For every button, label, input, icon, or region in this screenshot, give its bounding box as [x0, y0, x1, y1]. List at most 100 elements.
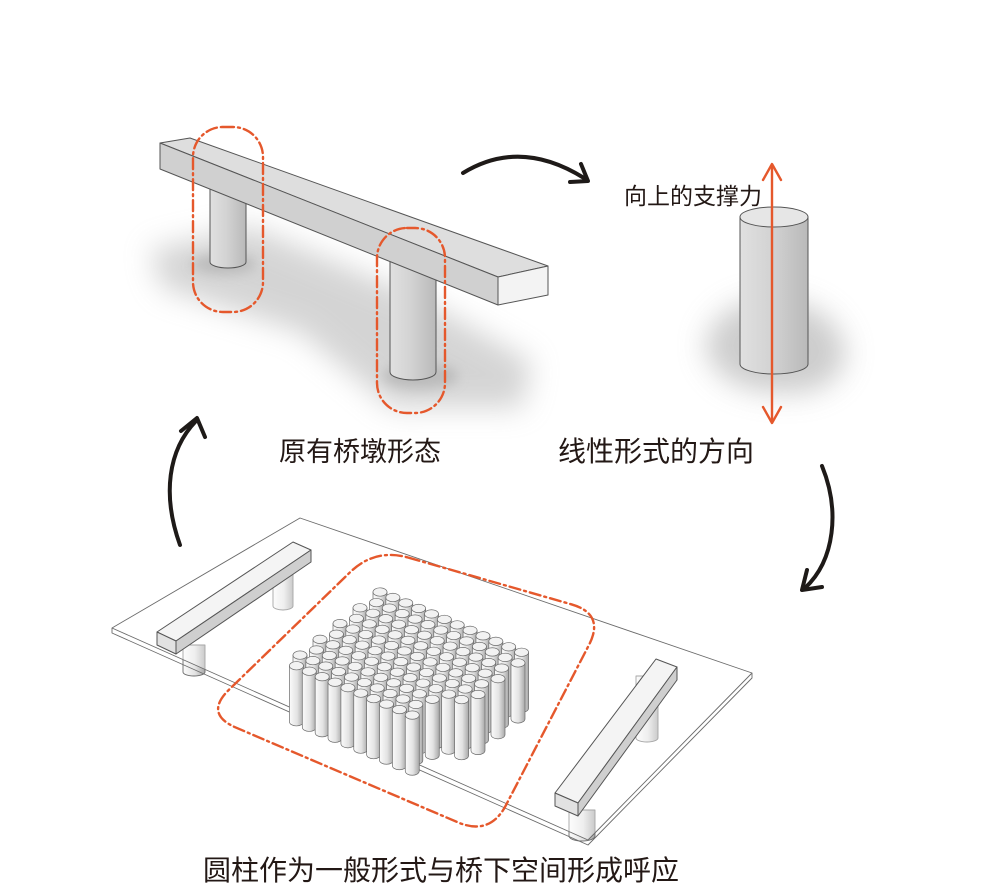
cluster-cylinder-top — [452, 657, 467, 667]
flow-arrow-left-curve — [167, 419, 198, 547]
cluster-cylinder-top — [510, 658, 526, 668]
cluster-cylinder-top — [340, 683, 356, 693]
cluster-cylinder-top — [514, 647, 529, 657]
single-column-model: 向上的支撑力 — [624, 162, 846, 425]
cluster-cylinder-top — [369, 683, 385, 693]
cluster-cylinder-top — [398, 598, 414, 608]
cluster-cylinder-top — [428, 684, 444, 694]
flow-arrow-left — [167, 416, 207, 547]
cluster-cylinder-body — [366, 698, 382, 760]
cluster-cylinder-top — [378, 614, 394, 624]
cluster-cylinder-top — [385, 592, 401, 603]
cluster-cylinder-top — [411, 603, 426, 613]
cluster-cylinder-top — [393, 657, 409, 667]
flow-arrow-top — [461, 154, 590, 184]
cluster-cylinder-top — [436, 614, 452, 624]
cluster-cylinder-top — [369, 598, 384, 608]
cluster-cylinder-top — [353, 688, 369, 698]
original-pier-model — [150, 125, 549, 415]
cluster-cylinder-top — [424, 694, 440, 704]
cluster-cylinder-top — [381, 603, 397, 613]
cluster-cylinder-top — [371, 635, 386, 645]
cluster-cylinder-top — [446, 630, 462, 641]
cluster-cylinder-top — [334, 656, 350, 666]
cluster-cylinder-top — [448, 668, 464, 678]
cluster-cylinder-top — [358, 629, 374, 640]
cluster-cylinder-top — [426, 646, 442, 656]
cluster-cylinder-top — [332, 619, 348, 629]
cluster-cylinder-top — [484, 647, 500, 657]
bar-support-cylinder — [568, 809, 596, 842]
cluster-cylinder-body — [510, 662, 526, 724]
cluster-cylinder-top — [407, 614, 423, 624]
cluster-cylinder — [454, 695, 469, 761]
cluster-cylinder-top — [366, 694, 382, 704]
cylinder-echo-label: 圆柱作为一般形式与桥下空间形成呼应 — [203, 854, 679, 887]
cluster-cylinder-top — [497, 652, 513, 662]
deck-plane-thickness — [111, 628, 753, 846]
beam-end-face — [497, 265, 549, 306]
cluster-cylinder-top — [457, 684, 473, 694]
flow-arrow-right — [800, 464, 835, 592]
cluster-cylinder-top — [454, 695, 469, 705]
cluster-cylinder-top — [399, 683, 414, 693]
cluster-cylinder-top — [472, 641, 487, 652]
cluster-cylinder — [314, 672, 330, 738]
cluster-cylinder-top — [391, 619, 406, 629]
cluster-cylinder-top — [325, 640, 341, 650]
original-pier-form-label: 原有桥墩形态 — [279, 437, 441, 468]
cluster-cylinder — [289, 661, 304, 727]
bar-support-cylinder — [182, 644, 206, 677]
cluster-cylinder-top — [400, 635, 416, 645]
cluster-cylinder-body — [490, 678, 506, 740]
cluster-cylinder-top — [470, 689, 486, 699]
cluster-cylinder-body — [404, 714, 420, 776]
cluster-cylinder-top — [301, 666, 317, 676]
cluster-cylinder-top — [380, 651, 396, 661]
cluster-cylinder-top — [494, 663, 509, 673]
cluster-cylinder-top — [364, 656, 379, 666]
cluster-cylinder-top — [376, 662, 392, 672]
cluster-cylinder — [392, 705, 407, 771]
cluster-cylinder-top — [360, 667, 376, 677]
cluster-cylinder-top — [305, 656, 321, 666]
cluster-cylinder-top — [501, 642, 517, 652]
cluster-cylinder-top — [435, 662, 451, 672]
cluster-cylinder-top — [449, 620, 465, 630]
cluster-cylinder-top — [396, 646, 412, 656]
cluster-cylinder-top — [429, 636, 445, 646]
cluster-cylinder-body — [301, 670, 317, 732]
cluster-cylinder-body — [353, 692, 369, 754]
cluster-cylinder-body — [379, 703, 394, 765]
cluster-cylinder-top — [481, 658, 497, 668]
cluster-cylinder-top — [331, 666, 346, 677]
cluster-cylinder-top — [474, 679, 489, 689]
bridge-beam — [159, 137, 549, 306]
cluster-cylinder-top — [420, 619, 436, 630]
cluster-cylinder-top — [459, 636, 474, 646]
cluster-cylinder-top — [490, 674, 506, 684]
cluster-cylinder-top — [433, 625, 449, 635]
cluster-cylinder-top — [321, 650, 337, 660]
cluster-cylinder-top — [404, 710, 420, 720]
cluster-cylinder-top — [402, 673, 418, 683]
cluster-cylinder-top — [365, 608, 381, 618]
cluster-cylinder-top — [344, 672, 359, 682]
cluster-cylinder-body — [289, 665, 304, 727]
cluster-cylinder-body — [441, 693, 457, 755]
cluster-cylinder-top — [468, 652, 484, 662]
cluster-cylinder — [441, 689, 457, 755]
cluster-cylinder-top — [338, 645, 354, 655]
cluster-cylinder-top — [386, 678, 402, 688]
deck-bar-end-face — [156, 631, 177, 655]
cluster-cylinder — [470, 689, 486, 755]
cluster-cylinder-top — [374, 624, 390, 634]
column-cylinder-body — [739, 216, 809, 375]
upward-force-arrow-head-top — [761, 162, 783, 182]
cluster-cylinder-top — [354, 640, 370, 650]
cluster-cylinder-top — [432, 673, 447, 683]
cluster-cylinder-top — [422, 657, 438, 667]
cluster-cylinder-top — [395, 694, 411, 704]
cluster-cylinder-top — [318, 661, 334, 671]
highlight-outline-cluster — [217, 553, 596, 828]
